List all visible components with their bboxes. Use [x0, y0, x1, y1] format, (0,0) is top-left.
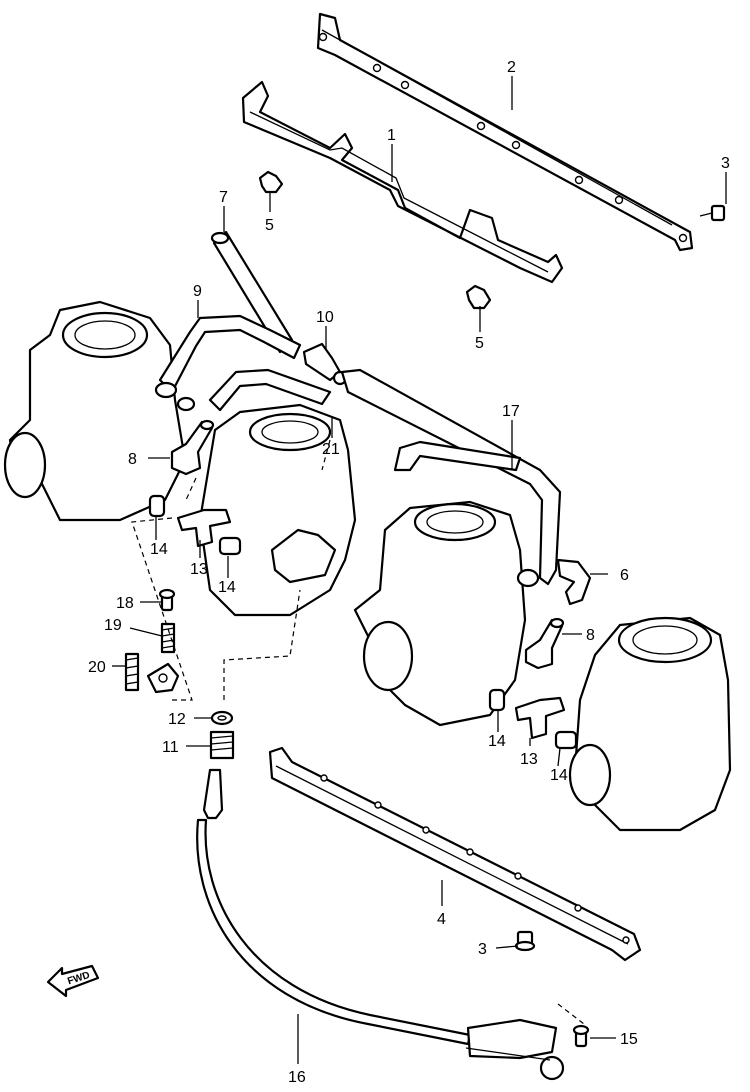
part-14-plug-d: [554, 730, 578, 750]
callout-5-upper: 5: [265, 217, 274, 234]
part-11-spring: [209, 730, 235, 760]
callout-14-a: 14: [150, 541, 168, 558]
fwd-arrow: FWD: [46, 964, 100, 998]
part-4-lower-rail: [268, 746, 642, 962]
callout-21: 21: [322, 441, 340, 458]
callout-3-upper: 3: [721, 155, 730, 172]
part-6-elbow: [556, 558, 592, 606]
callout-5-lower: 5: [475, 335, 484, 352]
part-9-bent-hose: [154, 314, 302, 412]
carburetor-3: [353, 500, 527, 727]
part-5-clip-upper: [258, 170, 284, 194]
callout-13-right: 13: [520, 751, 538, 768]
part-13-joint-left: [176, 508, 232, 548]
callout-1: 1: [387, 127, 396, 144]
callout-18: 18: [116, 595, 134, 612]
part-18-screw: [158, 588, 176, 612]
part-5-clip-lower: [465, 284, 492, 310]
carburetor-1: [3, 300, 187, 522]
callout-8-left: 8: [128, 451, 137, 468]
part-19-spring: [160, 622, 176, 654]
part-12-washer: [210, 710, 234, 726]
carburetor-2: [198, 403, 357, 617]
part-20-washer: [146, 662, 180, 694]
callout-labels: 2 1 3 5 7 9 10 5 17 21 8 14 13 14 6 8 18…: [88, 59, 730, 1086]
callout-2: 2: [507, 59, 516, 76]
callout-9: 9: [193, 283, 202, 300]
callout-13-left: 13: [190, 561, 208, 578]
part-1-bracket-rail: [241, 80, 564, 284]
callout-14-b: 14: [218, 579, 236, 596]
callout-17: 17: [502, 403, 520, 420]
callout-20: 20: [88, 659, 106, 676]
part-16-cable: [196, 768, 565, 1081]
callout-10: 10: [316, 309, 334, 326]
callout-11: 11: [162, 739, 179, 756]
carburetor-4: [568, 616, 732, 832]
callout-3-lower: 3: [478, 941, 487, 958]
part-14-plug-b: [218, 536, 242, 556]
part-3-screw-upper: [699, 204, 726, 222]
callout-8-right: 8: [586, 627, 595, 644]
part-8-fitting-left: [170, 419, 215, 476]
part-10-t-joint: [302, 342, 348, 386]
callout-19: 19: [104, 617, 122, 634]
part-2-rail-plate: [316, 12, 694, 252]
part-15-screw: [572, 1024, 590, 1048]
callout-12: 12: [168, 711, 186, 728]
callout-14-c: 14: [488, 733, 506, 750]
part-3-screw-lower: [514, 930, 536, 952]
callout-15: 15: [620, 1031, 638, 1048]
leader-lines: [112, 76, 727, 1064]
part-17-long-hose: [208, 368, 562, 588]
callout-6: 6: [620, 567, 629, 584]
callout-4: 4: [437, 911, 446, 928]
part-14-plug-c: [488, 688, 506, 712]
callout-7: 7: [219, 189, 228, 206]
part-20-spring: [124, 652, 140, 692]
part-8-fitting-right: [524, 617, 565, 670]
callout-16: 16: [288, 1069, 306, 1086]
callout-14-d: 14: [550, 767, 568, 784]
part-14-plug-a: [148, 494, 166, 518]
part-13-joint-right: [514, 696, 566, 740]
